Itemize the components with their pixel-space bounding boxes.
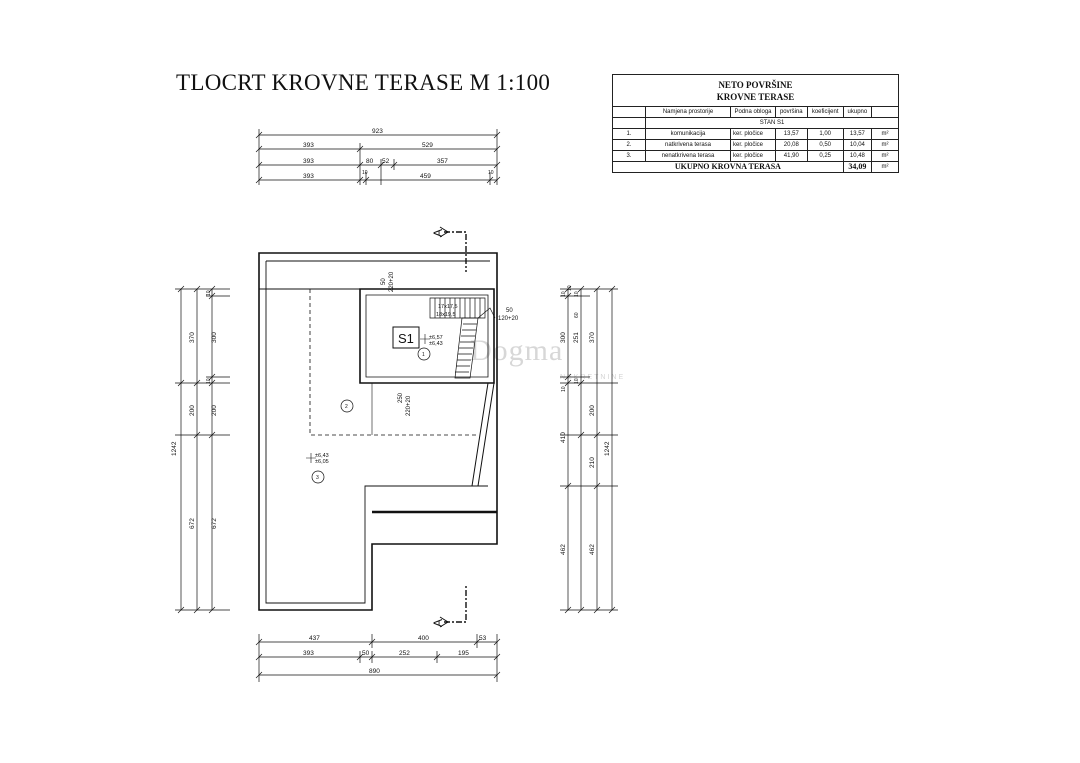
opening-right-2: 120+20 [498, 316, 519, 322]
level-1a: ±6,57 [429, 335, 443, 341]
dim-right: 10 [561, 291, 567, 297]
drawing-title: TLOCRT KROVNE TERASE M 1:100 [176, 70, 551, 95]
section-label-top: A [431, 229, 445, 237]
dim-right: 10 [561, 386, 567, 392]
room-number-2: 2 [345, 404, 348, 410]
room-marker-1 [417, 347, 431, 361]
slanted-wall [471, 382, 495, 487]
dim-top: 10 [488, 170, 494, 176]
dim-top: 393 [303, 142, 314, 149]
dim-top: 393 [303, 158, 314, 165]
dim-left: 370 [189, 332, 196, 343]
total-label: UKUPNO KROVNA TERASA [612, 161, 844, 173]
unit-tag-box [392, 326, 420, 349]
net-area-table: NETO POVRŠINE KROVNE TERASE Namjena pros… [612, 74, 899, 173]
dim-right: 300 [560, 332, 567, 343]
outer-wall [258, 252, 498, 611]
top-dimensions [255, 129, 501, 185]
dim-right: 370 [589, 332, 596, 343]
table-row: 2. natkrivena terasa ker. pločice 20,08 … [612, 139, 899, 151]
dim-top: 459 [420, 173, 431, 180]
dim-bottom: 195 [458, 650, 469, 657]
dim-top: 80 [366, 158, 374, 165]
room-marker-3 [311, 470, 325, 484]
dim-left: 10 [206, 378, 212, 384]
dim-left: 672 [211, 518, 218, 529]
opening-top-2: 220+20 [389, 271, 395, 292]
table-total-row: UKUPNO KROVNA TERASA 34,09 m² [612, 161, 899, 173]
dim-top: 529 [422, 142, 433, 149]
dim-right: 10 [574, 291, 580, 297]
total-value: 34,09 [842, 161, 873, 173]
dim-top: 923 [372, 128, 383, 135]
level-2a: ±6,43 [315, 453, 329, 459]
table-header-row: Namjena prostorije Podna obloga površina… [612, 106, 899, 118]
room-number-1: 1 [422, 352, 425, 358]
watermark-subtitle: NEKRETNINE [560, 374, 626, 381]
opening-right-1: 50 [506, 308, 513, 314]
dim-right: 462 [589, 544, 596, 555]
dim-right: 200 [589, 405, 596, 416]
room-number-3: 3 [316, 475, 319, 481]
dim-left: 672 [189, 518, 196, 529]
dim-bottom: 53 [479, 635, 487, 642]
table-row: 1. komunikacija ker. pločice 13,57 1,00 … [612, 128, 899, 140]
opening-top-1: 50 [381, 278, 387, 285]
dim-left: 200 [211, 405, 218, 416]
staircase [429, 297, 496, 379]
dim-bottom: 252 [399, 650, 410, 657]
dim-top: 393 [303, 173, 314, 180]
table-row: 3. nenatkrivena terasa ker. pločice 41,9… [612, 150, 899, 162]
dim-left: 1242 [171, 441, 178, 456]
dim-right: 10 [567, 285, 573, 291]
dim-left: 10 [206, 290, 212, 296]
stair-label-2: 18x19,5 [436, 312, 456, 318]
section-label-bottom: A [431, 619, 445, 627]
table-heading-line2: KROVNE TERASE [716, 92, 795, 102]
opening-inner-1: 250 [398, 392, 404, 403]
dim-bottom: 393 [303, 650, 314, 657]
dim-top: 10 [362, 170, 368, 176]
dim-left: 300 [211, 332, 218, 343]
section-marker-bottom [444, 584, 467, 623]
level-2b: ±6,05 [315, 459, 329, 465]
dim-right: 60 [574, 312, 580, 318]
dim-right: 10 [574, 378, 580, 384]
left-dimensions [175, 285, 230, 614]
section-marker-top [444, 231, 467, 272]
dim-bottom: 437 [309, 635, 320, 642]
dim-bottom: 400 [418, 635, 429, 642]
unit-tag: S1 [398, 331, 414, 346]
opening-inner-2: 220+20 [406, 395, 412, 416]
room-marker-2 [340, 399, 354, 413]
dim-right: 251 [573, 332, 580, 343]
stair-core-inner [365, 294, 489, 378]
dim-top: 357 [437, 158, 448, 165]
dim-left: 200 [189, 405, 196, 416]
right-dimensions [560, 285, 618, 614]
dim-right: 410 [560, 432, 567, 443]
total-unit: m² [871, 161, 899, 173]
covered-terrace-outline [309, 289, 478, 436]
dim-bottom: 50 [362, 650, 370, 657]
dim-right: 462 [560, 544, 567, 555]
watermark-logo: Dogma [470, 334, 564, 367]
dim-right: 1242 [604, 441, 611, 456]
dim-bottom: 890 [369, 668, 380, 675]
dim-top: 52 [382, 158, 390, 165]
inner-wall-line [265, 260, 490, 604]
bottom-dimensions [255, 634, 501, 682]
table-heading-line1: NETO POVRŠINE [718, 80, 793, 90]
stair-label-1: 17x17,5 [438, 304, 458, 310]
level-1b: ±6,43 [429, 341, 443, 347]
row-floor: ker. pločice [730, 150, 776, 162]
dim-right: 210 [589, 457, 596, 468]
